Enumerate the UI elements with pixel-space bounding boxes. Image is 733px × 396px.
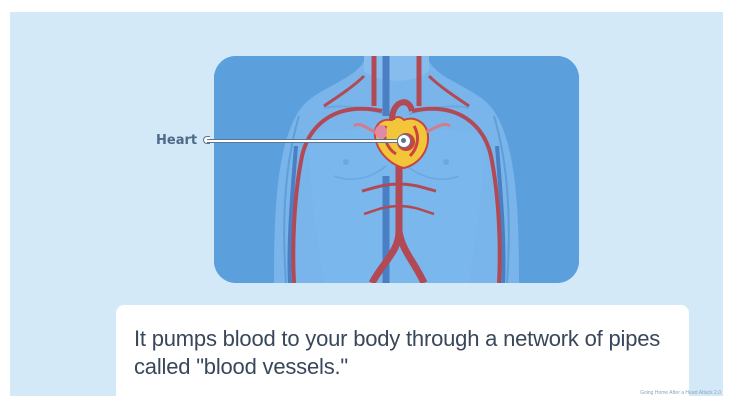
credit-text: Going Home After a Heart Attack 2.0 xyxy=(640,390,721,396)
heart-marker-icon xyxy=(397,134,411,148)
callout-line xyxy=(207,139,401,143)
slide-stage: Heart It pumps blood to your body throug… xyxy=(10,12,723,396)
heart-label: Heart xyxy=(156,132,204,150)
caption-card: It pumps blood to your body through a ne… xyxy=(116,305,689,396)
torso-illustration xyxy=(214,56,579,283)
caption-text: It pumps blood to your body through a ne… xyxy=(134,325,679,381)
circulatory-illustration xyxy=(214,56,579,283)
